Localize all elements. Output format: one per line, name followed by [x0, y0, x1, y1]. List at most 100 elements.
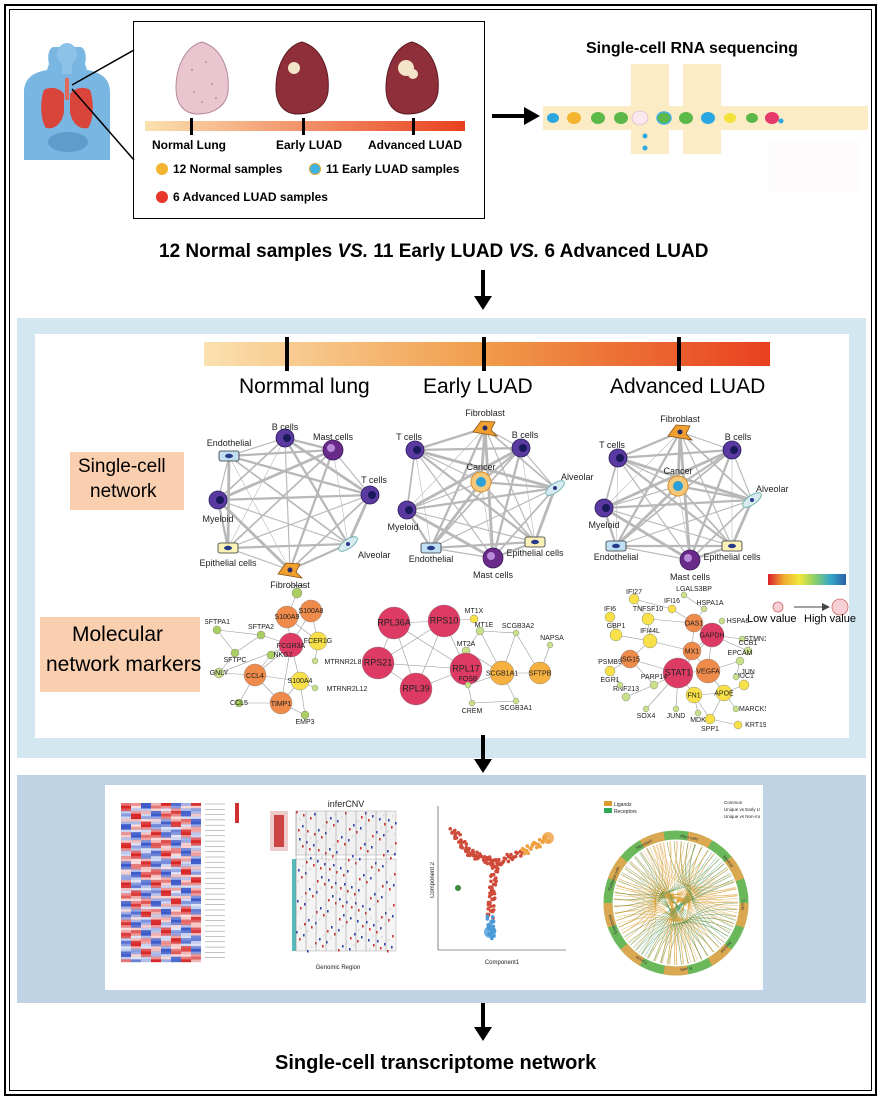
infercnv-signal	[326, 821, 328, 824]
heatmap-cell	[161, 901, 171, 904]
stage-label-early: Early LUAD	[276, 138, 343, 152]
heatmap-cell	[181, 922, 191, 926]
normal-node-label-mast-cells: Mast cells	[313, 432, 354, 442]
heatmap-cell	[191, 866, 201, 870]
heatmap-cell	[121, 871, 131, 875]
advanced-cell-edge	[603, 506, 691, 562]
infercnv-signal	[386, 861, 388, 864]
advanced-cell-edge	[677, 484, 753, 502]
infercnv-signal	[392, 915, 394, 918]
stage-tick-early	[302, 118, 305, 135]
heatmap-cell	[141, 909, 151, 912]
single-cell-label-line1: Single-cell	[78, 456, 166, 477]
heatmap-cell	[121, 890, 131, 894]
advanced-marker-label-stmn1: STMN1	[744, 636, 766, 643]
infercnv-signal	[297, 900, 299, 903]
heatmap-cell	[151, 909, 161, 912]
early-cell-edge	[533, 487, 557, 543]
infercnv-signal	[392, 935, 394, 938]
trajectory-cell-point	[528, 846, 532, 850]
heatmap-cell	[191, 813, 201, 817]
advanced-cell-edge	[688, 449, 734, 561]
advanced-marker-node-rnf213	[621, 692, 631, 702]
heatmap-cell	[151, 821, 161, 825]
heatmap-cell	[141, 938, 151, 941]
normal-cell-edge	[228, 455, 291, 571]
advanced-cell-edge	[603, 507, 733, 547]
heatmap-cell	[131, 932, 141, 936]
infercnv-signal	[365, 812, 367, 815]
advanced-marker-node-muc1	[738, 679, 750, 691]
heatmap-cell	[161, 863, 171, 867]
heatmap-cell	[181, 919, 191, 923]
heatmap-cell	[191, 826, 201, 830]
heatmap-cell	[151, 837, 161, 841]
heatmap-cell	[171, 832, 181, 835]
infercnv-signal	[385, 892, 387, 895]
heatmap-cell	[121, 935, 131, 939]
infercnv-signal	[346, 921, 348, 924]
outer-frame	[4, 4, 877, 1096]
normal-marker-edge	[216, 629, 262, 636]
heatmap-cell	[191, 803, 201, 806]
heatmap-cell	[151, 858, 161, 862]
heatmap-cell	[181, 890, 191, 894]
advanced-marker-label-mx1: MX1	[685, 649, 700, 656]
heatmap-cell	[151, 914, 161, 918]
infercnv-signal	[314, 833, 316, 836]
trajectory-cell-point	[494, 879, 498, 884]
heatmap-cell	[181, 856, 191, 859]
infercnv-signal	[299, 818, 301, 821]
advanced-marker-label-krt19: KRT19	[745, 722, 766, 729]
heatmap-cell	[131, 930, 141, 934]
heatmap-cell	[151, 938, 161, 941]
heatmap-cell	[151, 848, 161, 851]
heatmap-cell	[151, 940, 161, 944]
heatmap-cell	[171, 856, 181, 859]
heatmap-cell	[151, 930, 161, 934]
infercnv-signal	[329, 828, 331, 831]
single-cell-network-label-box: Single-cell network	[70, 452, 184, 510]
heatmap-cell	[121, 874, 131, 878]
heatmap-cell	[191, 956, 201, 960]
trajectory-cell-point	[513, 854, 518, 859]
infercnv-signal	[321, 836, 323, 839]
normal-node-label-epithelial-cells: Epithelial cells	[199, 558, 257, 568]
infercnv-signal	[336, 871, 338, 874]
heatmap-cell	[131, 948, 141, 952]
heatmap-cell	[191, 903, 201, 907]
infercnv-signal	[320, 867, 322, 870]
normal-marker-node-sftpa2	[256, 630, 266, 640]
infercnv-signal	[308, 919, 310, 922]
early-epithelial-cells-icon-nucleus	[531, 539, 539, 545]
footer-title: Single-cell transcriptome network	[275, 1052, 597, 1074]
heatmap-cell	[161, 813, 171, 817]
heatmap-cell	[131, 895, 141, 899]
heatmap-cell	[181, 887, 191, 891]
early-cell-edge	[484, 427, 556, 489]
scrna-title: Single-cell RNA sequencing	[586, 40, 798, 57]
heatmap-cell	[191, 935, 201, 939]
heatmap-cell	[161, 948, 171, 952]
heatmap-cell	[191, 824, 201, 828]
trajectory-cell-point	[496, 867, 500, 871]
early-marker-label-rpl17: RPL17	[452, 664, 480, 674]
advanced-marker-label-jun: JUN	[741, 669, 755, 676]
heatmap-cell	[181, 869, 191, 873]
advanced-myeloid-icon-nucleus	[602, 504, 610, 512]
infercnv-signal	[304, 923, 306, 926]
advanced-marker-label-psmb9: PSMB9	[598, 659, 622, 666]
heatmap-cell	[161, 887, 171, 891]
heatmap-cell	[121, 866, 131, 870]
infercnv-signal	[312, 895, 314, 898]
advanced-node-label-endothelial: Endothelial	[594, 552, 639, 562]
advanced-marker-node-fn1	[685, 686, 703, 704]
heatmap-cell	[171, 826, 181, 830]
molecular-label-line1: Molecular	[72, 623, 164, 646]
normal-node-label-t-cells: T cells	[361, 475, 387, 485]
heatmap-cell	[191, 848, 201, 851]
trajectory-cell-point	[537, 837, 542, 842]
heatmap-cell	[131, 842, 141, 846]
infercnv-signal	[392, 815, 394, 818]
